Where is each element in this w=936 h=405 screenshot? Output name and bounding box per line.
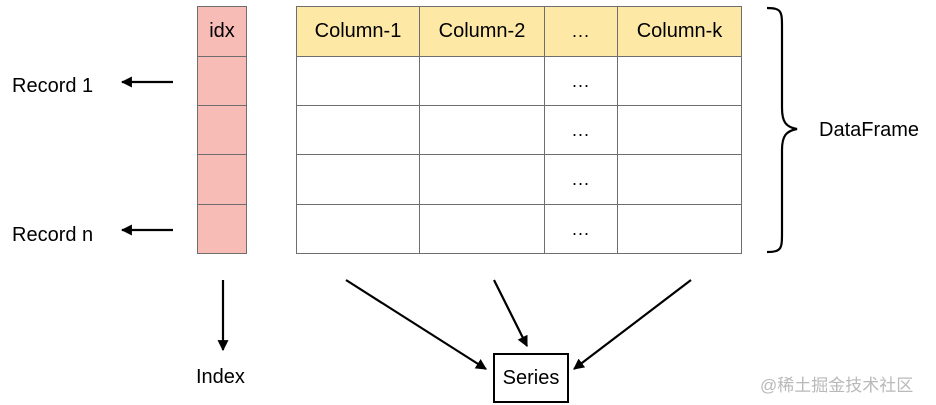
column-header-label: Column-2 xyxy=(438,20,526,42)
series-arrow-middle xyxy=(493,279,528,347)
row-ellipsis: ... xyxy=(571,169,590,189)
index-cell xyxy=(197,204,247,254)
record-1-label: Record 1 xyxy=(12,75,94,97)
index-cell xyxy=(197,105,247,155)
column-header-2: Column-2 xyxy=(419,6,545,57)
data-cell-ellipsis: ... xyxy=(544,105,618,155)
dataframe-brace xyxy=(766,6,798,254)
series-box: Series xyxy=(493,353,569,403)
index-cell xyxy=(197,154,247,205)
column-header-label: ... xyxy=(571,21,590,41)
column-header-k: Column-k xyxy=(617,6,742,57)
row-ellipsis: ... xyxy=(571,70,590,91)
column-header-label: Column-k xyxy=(636,20,723,42)
index-label: Index xyxy=(196,366,245,388)
series-label: Series xyxy=(502,366,560,389)
record-n-label: Record n xyxy=(12,224,94,246)
series-arrow-right xyxy=(573,279,692,370)
watermark: @稀土掘金技术社区 xyxy=(760,376,914,395)
dataframe-label: DataFrame xyxy=(819,119,920,141)
column-header-label: Column-1 xyxy=(314,20,402,42)
series-arrow-left xyxy=(345,279,487,370)
data-cell-ellipsis: ... xyxy=(544,154,618,205)
data-cell-ellipsis: ... xyxy=(544,56,618,106)
data-cell xyxy=(296,154,420,205)
index-header-label: idx xyxy=(209,20,235,42)
data-cell xyxy=(296,204,420,254)
row-ellipsis: ... xyxy=(571,218,590,239)
data-cell xyxy=(617,105,742,155)
data-cell xyxy=(617,204,742,254)
row-ellipsis: ... xyxy=(571,119,590,140)
index-header-cell: idx xyxy=(197,6,247,57)
column-header-1: Column-1 xyxy=(296,6,420,57)
data-cell xyxy=(296,56,420,106)
data-cell xyxy=(419,204,545,254)
data-cell-ellipsis: ... xyxy=(544,204,618,254)
data-cell xyxy=(617,154,742,205)
data-cell xyxy=(617,56,742,106)
